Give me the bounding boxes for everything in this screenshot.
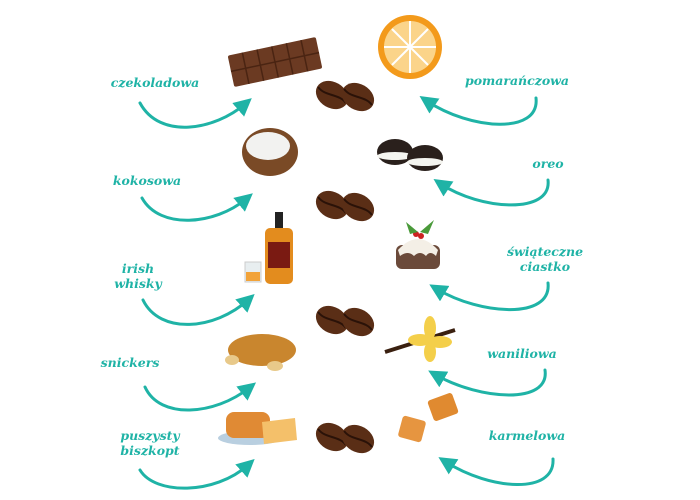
label-line: irish — [121, 261, 155, 276]
arrow-biszkopt — [138, 458, 255, 490]
label-line: waniliowa — [487, 346, 557, 361]
arrow-karmelowa — [438, 457, 555, 486]
label-oreo: oreo — [532, 156, 563, 171]
arrow-kokosowa — [140, 193, 253, 222]
label-line: whisky — [114, 276, 162, 291]
arrow-swiateczne — [429, 281, 550, 312]
snickers-icon — [225, 334, 296, 371]
orange-icon — [378, 15, 442, 79]
label-snickers: snickers — [101, 355, 160, 370]
coconut-icon — [242, 128, 298, 176]
label-line: kokosowa — [112, 173, 182, 188]
arrow-snickers — [143, 382, 257, 412]
whisky-bottle-icon — [244, 212, 293, 284]
arrow-waniliowa — [428, 368, 547, 397]
coffee-beans-icon — [311, 300, 379, 342]
label-line: pomarańczowa — [464, 73, 570, 88]
label-line: puszysty — [120, 428, 180, 443]
label-line: snickers — [100, 355, 160, 370]
label-line: świąteczne — [506, 244, 584, 259]
label-waniliowa: waniliowa — [487, 346, 556, 361]
coffee-beans-icon — [311, 417, 379, 459]
arrow-whisky — [141, 293, 255, 326]
chocolate-bar-icon — [228, 37, 322, 87]
caramel-icon — [398, 393, 459, 443]
label-line: biszkopt — [120, 443, 180, 458]
christmas-pudding-icon — [396, 220, 440, 269]
vanilla-icon — [384, 316, 456, 362]
label-line: ciastko — [519, 259, 571, 274]
label-pomaranczowa: pomarańczowa — [465, 73, 569, 88]
sponge-cake-icon — [218, 412, 297, 445]
coffee-beans-icon — [311, 75, 379, 117]
arrow-oreo — [433, 178, 550, 207]
coffee-beans-icon — [311, 185, 379, 227]
oreo-cookie-icon — [377, 139, 443, 171]
label-line: czekoladowa — [110, 75, 200, 90]
arrow-czekoladowa — [138, 98, 252, 129]
label-karmelowa: karmelowa — [489, 428, 565, 443]
arrow-pomaranczowa — [419, 95, 538, 126]
label-kokosowa: kokosowa — [113, 173, 181, 188]
label-line: oreo — [532, 156, 564, 171]
label-line: karmelowa — [488, 428, 566, 443]
label-czekoladowa: czekoladowa — [111, 75, 199, 90]
